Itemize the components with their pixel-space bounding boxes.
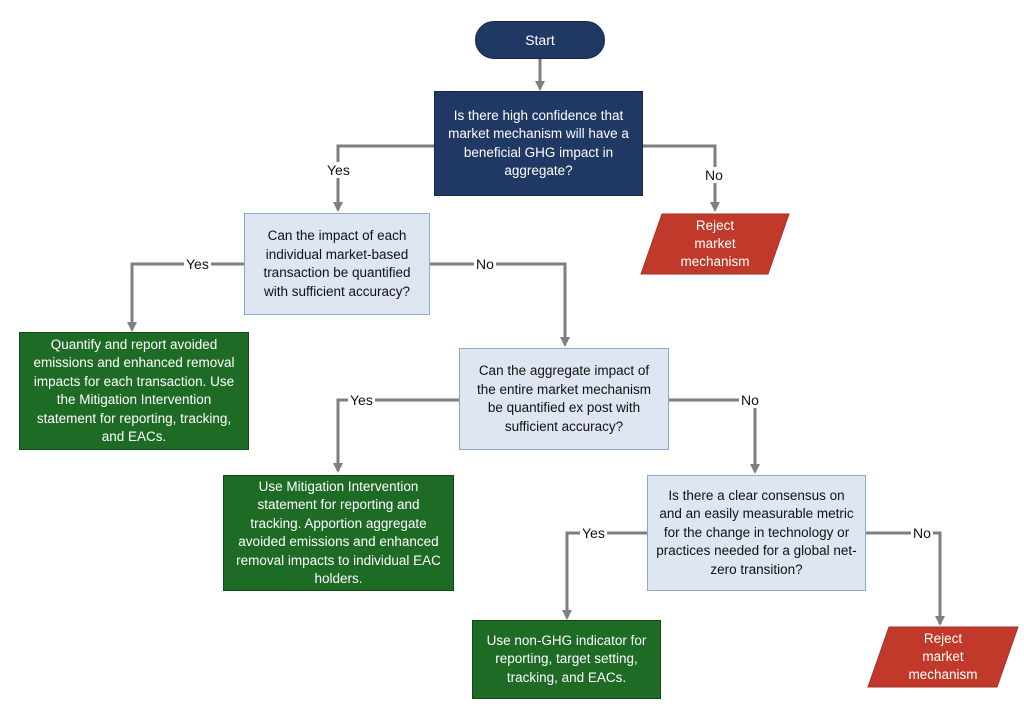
start-label: Start — [525, 31, 555, 48]
edge-label-no: No — [703, 167, 725, 183]
edge-q2-outcome1 — [127, 262, 244, 332]
edge-q1-reject1 — [643, 144, 720, 212]
decision-beneficial-ghg-impact: Is there high confidence that market mec… — [434, 91, 643, 196]
edge-label-yes: Yes — [348, 392, 375, 408]
edge-label-yes: Yes — [325, 162, 352, 178]
decision-transaction-quantified-text: Can the impact of each individual market… — [263, 228, 411, 299]
outcome-non-ghg-indicator: Use non-GHG indicator for reporting, tar… — [472, 620, 661, 699]
reject-market-mechanism-top-text: Reject market mechanism — [680, 218, 750, 269]
decision-aggregate-quantified: Can the aggregate impact of the entire m… — [459, 348, 669, 450]
edge-q2-q3 — [430, 262, 570, 347]
start-node: Start — [475, 21, 605, 59]
decision-beneficial-ghg-impact-text: Is there high confidence that market mec… — [448, 107, 629, 179]
reject-market-mechanism-bottom: Reject market mechanism — [867, 626, 1019, 688]
decision-clear-consensus-text: Is there a clear consensus on and an eas… — [656, 487, 857, 577]
reject-market-mechanism-bottom-text: Reject market mechanism — [908, 631, 978, 682]
outcome-quantify-each-transaction: Quantify and report avoided emissions an… — [19, 332, 249, 450]
decision-transaction-quantified: Can the impact of each individual market… — [244, 213, 430, 315]
edge-q4-reject2 — [866, 531, 945, 626]
reject-market-mechanism-top: Reject market mechanism — [640, 213, 790, 275]
edge-label-yes: Yes — [580, 525, 607, 541]
edge-label-no: No — [739, 392, 761, 408]
decision-clear-consensus: Is there a clear consensus on and an eas… — [647, 475, 866, 591]
outcome-apportion-aggregate-text: Use Mitigation Intervention statement fo… — [236, 478, 441, 587]
edge-q3-q4 — [669, 398, 760, 474]
edge-label-yes: Yes — [184, 256, 211, 272]
edge-label-no: No — [911, 525, 933, 541]
edge-q4-outcome3 — [562, 531, 647, 620]
edge-label-no: No — [474, 256, 496, 272]
decision-aggregate-quantified-text: Can the aggregate impact of the entire m… — [476, 363, 652, 434]
outcome-apportion-aggregate: Use Mitigation Intervention statement fo… — [223, 475, 454, 591]
outcome-quantify-each-transaction-text: Quantify and report avoided emissions an… — [33, 336, 235, 445]
edge-q3-outcome2 — [333, 398, 459, 473]
parallelogram-shape — [867, 626, 1019, 688]
parallelogram-shape — [640, 213, 790, 275]
edge-q1-q2 — [333, 144, 434, 212]
outcome-non-ghg-indicator-text: Use non-GHG indicator for reporting, tar… — [486, 632, 647, 685]
